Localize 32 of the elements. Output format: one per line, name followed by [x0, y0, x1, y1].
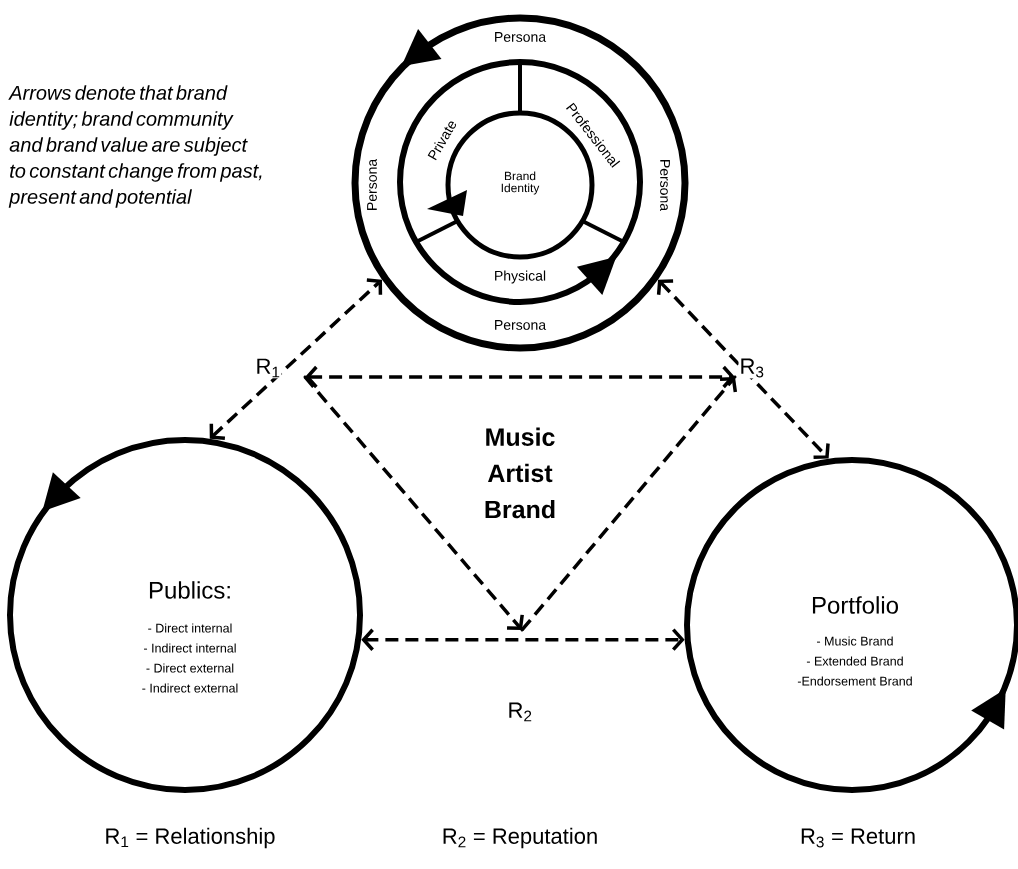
- arrow: [303, 375, 524, 630]
- ring-label: Persona: [367, 158, 377, 210]
- circle-label: Portfolio: [812, 596, 898, 614]
- ring-label: Persona: [660, 160, 670, 212]
- relation-label: R$_{2}$: [506, 701, 534, 723]
- arrow: [305, 365, 735, 389]
- circle-label: - Indirect internal: [144, 643, 236, 653]
- arrow: [209, 278, 383, 441]
- arrow: [520, 376, 738, 632]
- relation-label: R$_{3}$: [738, 357, 766, 379]
- circle-label: - Direct external: [146, 663, 234, 673]
- circle-label: Brand Identity: [501, 171, 540, 195]
- arrow: [361, 628, 685, 651]
- circle-label: - Extended Brand: [806, 656, 903, 666]
- ring-label: Persona: [495, 32, 547, 42]
- arrow: [656, 279, 830, 460]
- segment-label: Physical: [495, 270, 546, 284]
- legend-text: R$_{3}$ = Return: [801, 828, 915, 848]
- vertex-point: [303, 375, 307, 379]
- center-title: Music Artist Brand: [485, 427, 555, 519]
- circle-label: -Endorsement Brand: [797, 676, 912, 686]
- circle-label: - Direct internal: [148, 623, 232, 633]
- circle-label: - Music Brand: [817, 636, 893, 646]
- ring-label: Persona: [495, 320, 547, 330]
- vertex-point: [520, 628, 524, 632]
- note-text: Arrows denote that brand identity; brand community and brand value are subject to constant change from past, present and potential: [8, 85, 262, 208]
- legend-text: R$_{1}$ = Relationship: [106, 827, 275, 849]
- relation-label: R$_{1}$: [254, 357, 282, 379]
- vertex-point: [733, 375, 737, 379]
- circle-label: - Indirect external: [142, 683, 238, 693]
- legend-text: R$_{2}$ = Reputation: [443, 827, 597, 849]
- circle-label: Publics:: [149, 581, 230, 599]
